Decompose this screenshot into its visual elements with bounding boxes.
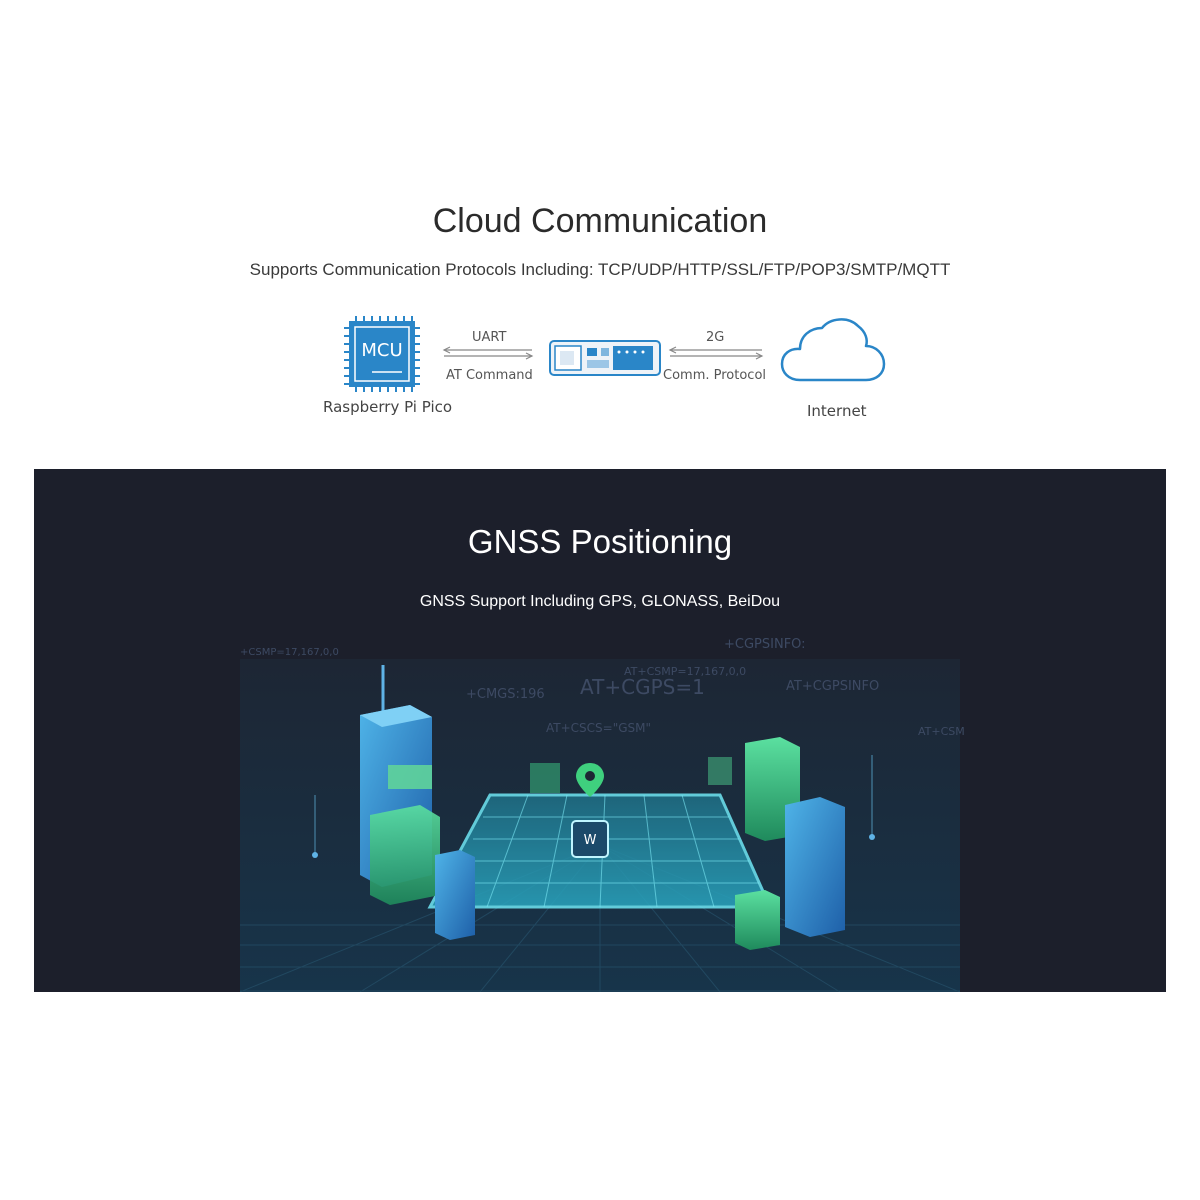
2g-label: 2G xyxy=(706,330,725,345)
at-command-label: AT Command xyxy=(446,368,533,383)
uart-label: UART xyxy=(472,330,507,345)
cloud-communication-subtitle: Supports Communication Protocols Includi… xyxy=(249,260,951,279)
command-text: AT+CGPSINFO xyxy=(786,679,880,694)
gnss-section: GNSS Positioning GNSS Support Including … xyxy=(34,469,1166,992)
command-text: AT+CSCS="GSM" xyxy=(546,721,652,735)
bidirectional-arrow-right xyxy=(668,346,764,360)
command-text: AT+CSM xyxy=(918,725,965,738)
command-text: +CGPSINFO: xyxy=(724,637,806,652)
mcu-chip-label: MCU xyxy=(361,340,403,361)
cloud-icon xyxy=(780,318,886,382)
mcu-caption: Raspberry Pi Pico xyxy=(323,398,453,416)
command-text: +CMGS:196 xyxy=(466,687,545,702)
mcu-chip-icon xyxy=(344,316,420,392)
command-text: AT+CSMP=17,167,0,0 xyxy=(624,665,747,678)
sim-module-board-icon xyxy=(549,340,661,376)
comm-protocol-label: Comm. Protocol xyxy=(663,368,767,383)
cloud-communication-title: Cloud Communication xyxy=(432,202,768,240)
svg-text:W: W xyxy=(584,833,597,848)
gnss-city-illustration: W +CSMP=17,167,0, xyxy=(240,637,965,992)
bidirectional-arrow-left xyxy=(442,346,534,360)
command-text: AT+CGPS=1 xyxy=(580,675,705,699)
command-text: +CSMP=17,167,0,0 xyxy=(240,647,339,658)
gnss-positioning-subtitle: GNSS Support Including GPS, GLONASS, Bei… xyxy=(419,593,781,610)
internet-caption: Internet xyxy=(807,402,867,420)
gnss-positioning-title: GNSS Positioning xyxy=(467,523,733,560)
communication-diagram: MCU Raspberry Pi Pico UART AT Command 2G… xyxy=(300,300,920,440)
